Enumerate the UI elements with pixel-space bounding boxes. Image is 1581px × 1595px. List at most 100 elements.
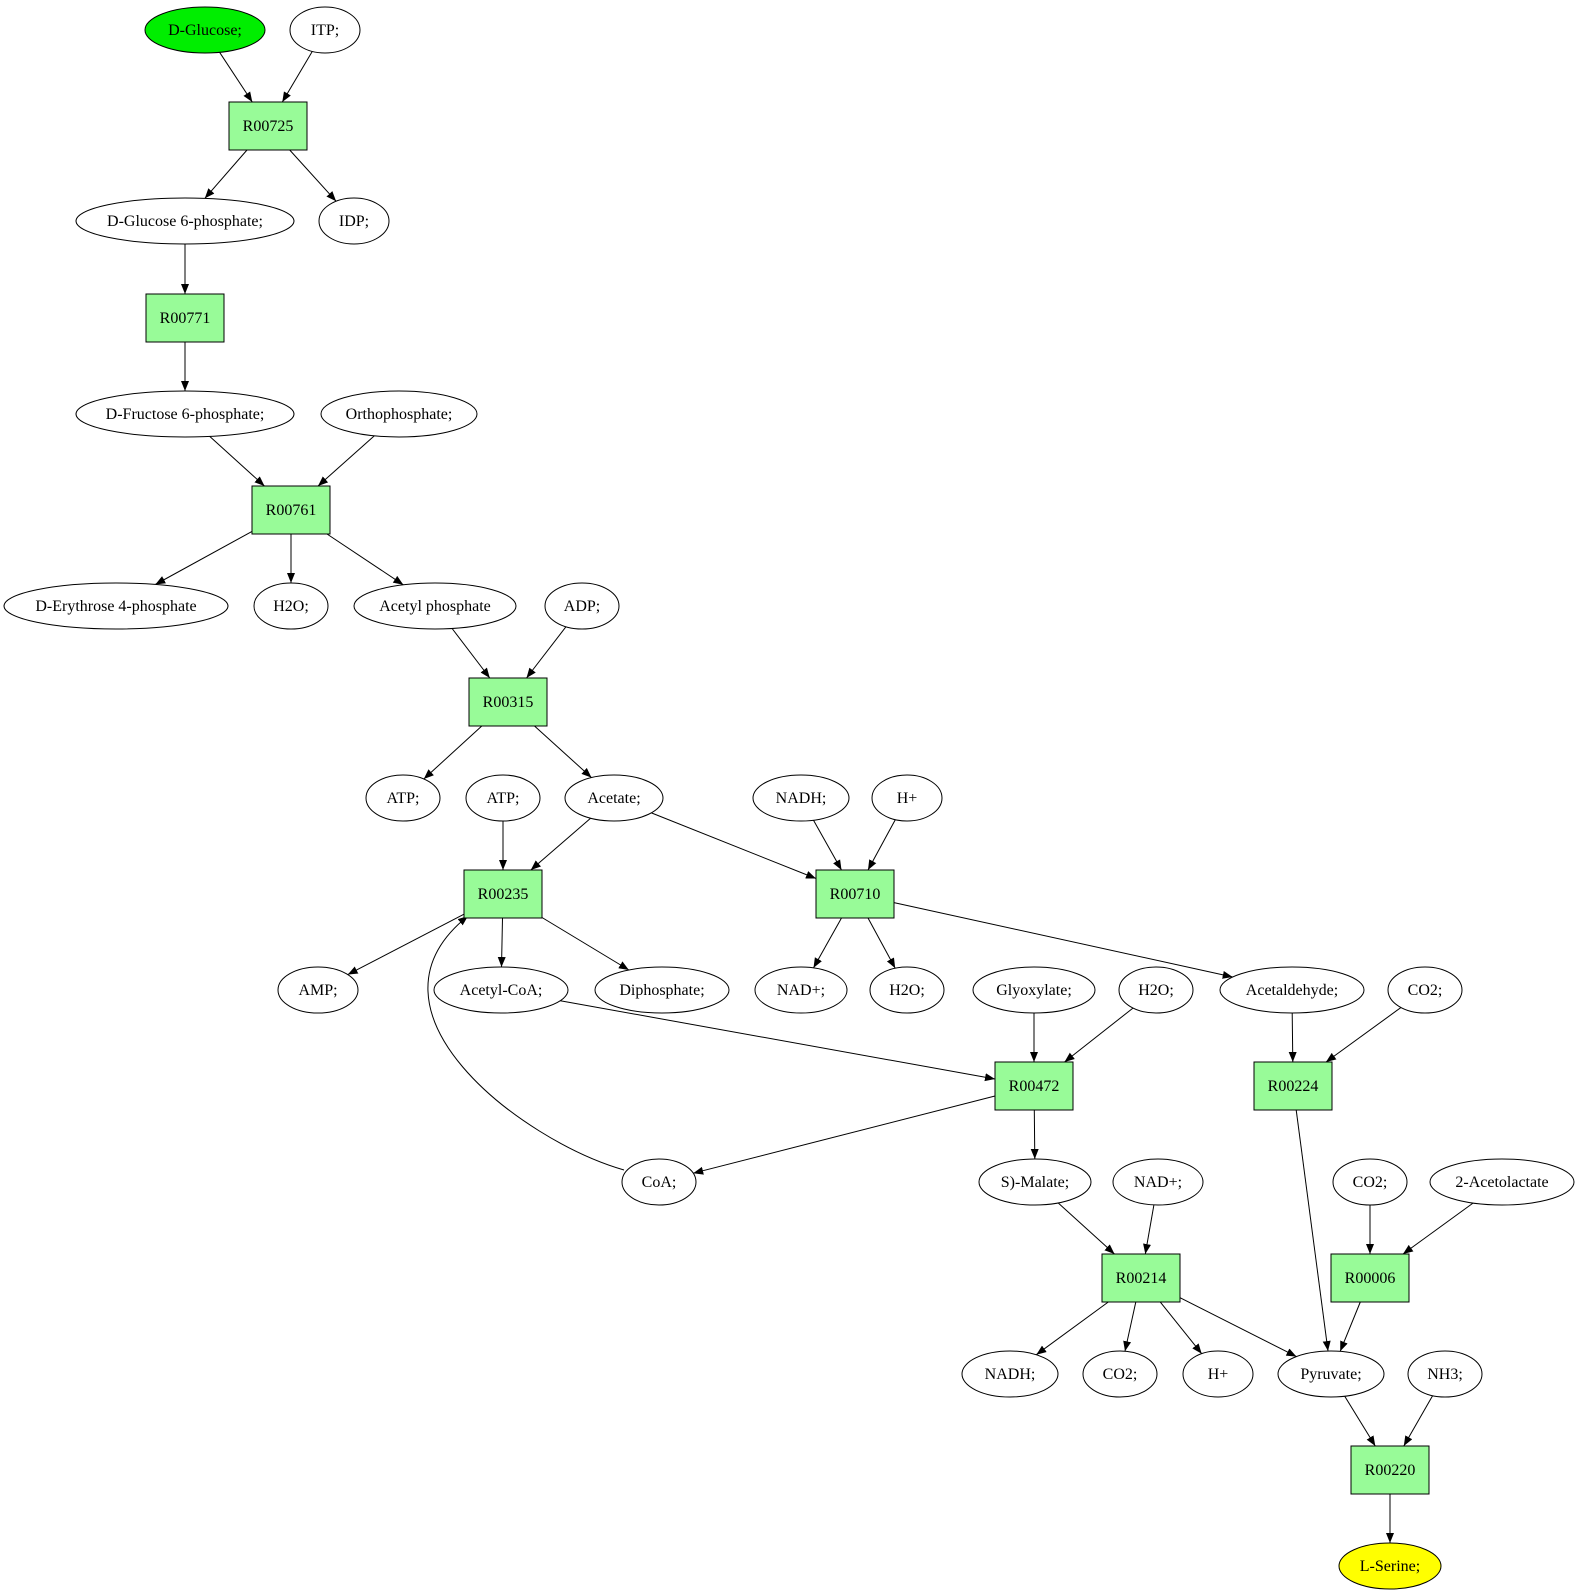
compound-node-ortho[interactable]: Orthophosphate; xyxy=(320,390,478,438)
compound-ellipse xyxy=(972,966,1096,1014)
compound-node-hplus_2[interactable]: H+ xyxy=(1182,1350,1254,1398)
compound-node-pyruvate[interactable]: Pyruvate; xyxy=(1277,1350,1385,1398)
compound-ellipse xyxy=(277,966,359,1014)
compound-node-nh3[interactable]: NH3; xyxy=(1407,1350,1483,1398)
compound-node-acp[interactable]: Acetyl phosphate xyxy=(353,582,517,630)
compound-node-diphos[interactable]: Diphosphate; xyxy=(594,966,730,1014)
reaction-node-R00315[interactable]: R00315 xyxy=(468,677,548,727)
compound-ellipse xyxy=(1338,1542,1442,1590)
compound-ellipse xyxy=(3,582,229,630)
edge-malate-to-R00214 xyxy=(1057,1202,1115,1255)
node-label: Orthophosphate; xyxy=(346,406,453,423)
node-label: R00006 xyxy=(1345,1270,1396,1287)
compound-node-nadh_1[interactable]: NADH; xyxy=(752,774,850,822)
compound-node-acald[interactable]: Acetaldehyde; xyxy=(1219,966,1365,1014)
node-label: AMP; xyxy=(298,982,337,999)
reaction-node-R00761[interactable]: R00761 xyxy=(251,485,331,535)
node-label: Glyoxylate; xyxy=(996,982,1072,999)
compound-ellipse xyxy=(320,390,478,438)
edge-R00472-to-coa xyxy=(693,1095,996,1175)
node-label: Pyruvate; xyxy=(1300,1366,1361,1383)
compound-node-adp[interactable]: ADP; xyxy=(544,582,620,630)
compound-ellipse xyxy=(871,774,943,822)
compound-node-atp_2[interactable]: ATP; xyxy=(465,774,541,822)
node-label: D-Glucose; xyxy=(168,22,242,39)
compound-ellipse xyxy=(752,774,850,822)
compound-node-h2o_1[interactable]: H2O; xyxy=(253,582,329,630)
compound-node-glyox[interactable]: Glyoxylate; xyxy=(972,966,1096,1014)
compound-node-acetate[interactable]: Acetate; xyxy=(564,774,664,822)
reaction-node-R00235[interactable]: R00235 xyxy=(463,869,543,919)
edge-hplus_1-to-R00710 xyxy=(867,819,896,871)
node-label: CO2; xyxy=(1103,1366,1138,1383)
compound-ellipse xyxy=(289,6,361,54)
edge-acald-to-R00224 xyxy=(1288,1012,1297,1063)
edge-R00214-to-hplus_2 xyxy=(1159,1301,1203,1355)
compound-node-nadp_2[interactable]: NAD+; xyxy=(1112,1158,1204,1206)
node-label: ATP; xyxy=(487,790,520,807)
compound-node-co2_3[interactable]: CO2; xyxy=(1082,1350,1158,1398)
compound-node-itp[interactable]: ITP; xyxy=(289,6,361,54)
reaction-box xyxy=(1101,1253,1181,1303)
compound-node-h2o_3[interactable]: H2O; xyxy=(1118,966,1194,1014)
compound-node-atp_1[interactable]: ATP; xyxy=(365,774,441,822)
reaction-node-R00214[interactable]: R00214 xyxy=(1101,1253,1181,1303)
compound-node-co2_1[interactable]: CO2; xyxy=(1387,966,1463,1014)
node-label: D-Erythrose 4-phosphate xyxy=(35,598,196,615)
compound-node-f6p[interactable]: D-Fructose 6-phosphate; xyxy=(75,390,295,438)
node-label: H+ xyxy=(1208,1366,1229,1383)
edges-layer xyxy=(155,51,1474,1543)
edge-R00710-to-h2o_2 xyxy=(867,917,896,969)
compound-node-co2_2[interactable]: CO2; xyxy=(1332,1158,1408,1206)
reaction-box xyxy=(468,677,548,727)
node-label: Acetaldehyde; xyxy=(1246,982,1338,999)
reaction-node-R00710[interactable]: R00710 xyxy=(815,869,895,919)
compound-node-hplus_1[interactable]: H+ xyxy=(871,774,943,822)
edge-R00472-to-malate xyxy=(1030,1109,1039,1160)
edge-R00725-to-g6p xyxy=(204,149,248,199)
compound-node-nadp_1[interactable]: NAD+; xyxy=(754,966,848,1014)
compound-ellipse xyxy=(978,1158,1092,1206)
edge-co2_1-to-R00224 xyxy=(1325,1007,1402,1063)
compound-ellipse xyxy=(1332,1158,1408,1206)
compound-node-idp[interactable]: IDP; xyxy=(318,197,390,245)
reaction-box xyxy=(251,485,331,535)
compound-node-acoa[interactable]: Acetyl-CoA; xyxy=(433,966,569,1014)
node-label: R00224 xyxy=(1268,1078,1319,1095)
reaction-box xyxy=(815,869,895,919)
edge-R00725-to-idp xyxy=(289,149,337,202)
compound-node-amp[interactable]: AMP; xyxy=(277,966,359,1014)
node-label: Acetyl phosphate xyxy=(379,598,491,615)
compound-ellipse xyxy=(75,390,295,438)
compound-node-glucose[interactable]: D-Glucose; xyxy=(144,6,266,54)
edge-R00761-to-acp xyxy=(326,533,404,586)
reaction-node-R00006[interactable]: R00006 xyxy=(1330,1253,1410,1303)
compound-node-h2o_2[interactable]: H2O; xyxy=(869,966,945,1014)
compound-node-acetolac[interactable]: 2-Acetolactate xyxy=(1429,1158,1575,1206)
node-label: D-Glucose 6-phosphate; xyxy=(107,213,263,230)
compound-node-coa[interactable]: CoA; xyxy=(621,1158,697,1206)
compound-ellipse xyxy=(961,1350,1059,1398)
node-label: Acetyl-CoA; xyxy=(460,982,543,999)
node-label: R00472 xyxy=(1009,1078,1060,1095)
compound-ellipse xyxy=(75,197,295,245)
node-label: R00771 xyxy=(160,310,211,327)
compound-node-g6p[interactable]: D-Glucose 6-phosphate; xyxy=(75,197,295,245)
reaction-node-R00725[interactable]: R00725 xyxy=(228,101,308,151)
compound-node-serine[interactable]: L-Serine; xyxy=(1338,1542,1442,1590)
node-label: R00235 xyxy=(478,886,529,903)
edge-acp-to-R00315 xyxy=(451,628,491,679)
compound-node-nadh_2[interactable]: NADH; xyxy=(961,1350,1059,1398)
reaction-box xyxy=(463,869,543,919)
reaction-node-R00771[interactable]: R00771 xyxy=(145,293,225,343)
compound-node-e4p[interactable]: D-Erythrose 4-phosphate xyxy=(3,582,229,630)
edge-acetolac-to-R00006 xyxy=(1402,1202,1474,1255)
reaction-node-R00224[interactable]: R00224 xyxy=(1253,1061,1333,1111)
reaction-node-R00472[interactable]: R00472 xyxy=(994,1061,1074,1111)
node-label: R00725 xyxy=(243,118,294,135)
edge-R00235-to-amp xyxy=(347,913,465,976)
compound-node-malate[interactable]: S)-Malate; xyxy=(978,1158,1092,1206)
compound-ellipse xyxy=(465,774,541,822)
reaction-node-R00220[interactable]: R00220 xyxy=(1350,1445,1430,1495)
